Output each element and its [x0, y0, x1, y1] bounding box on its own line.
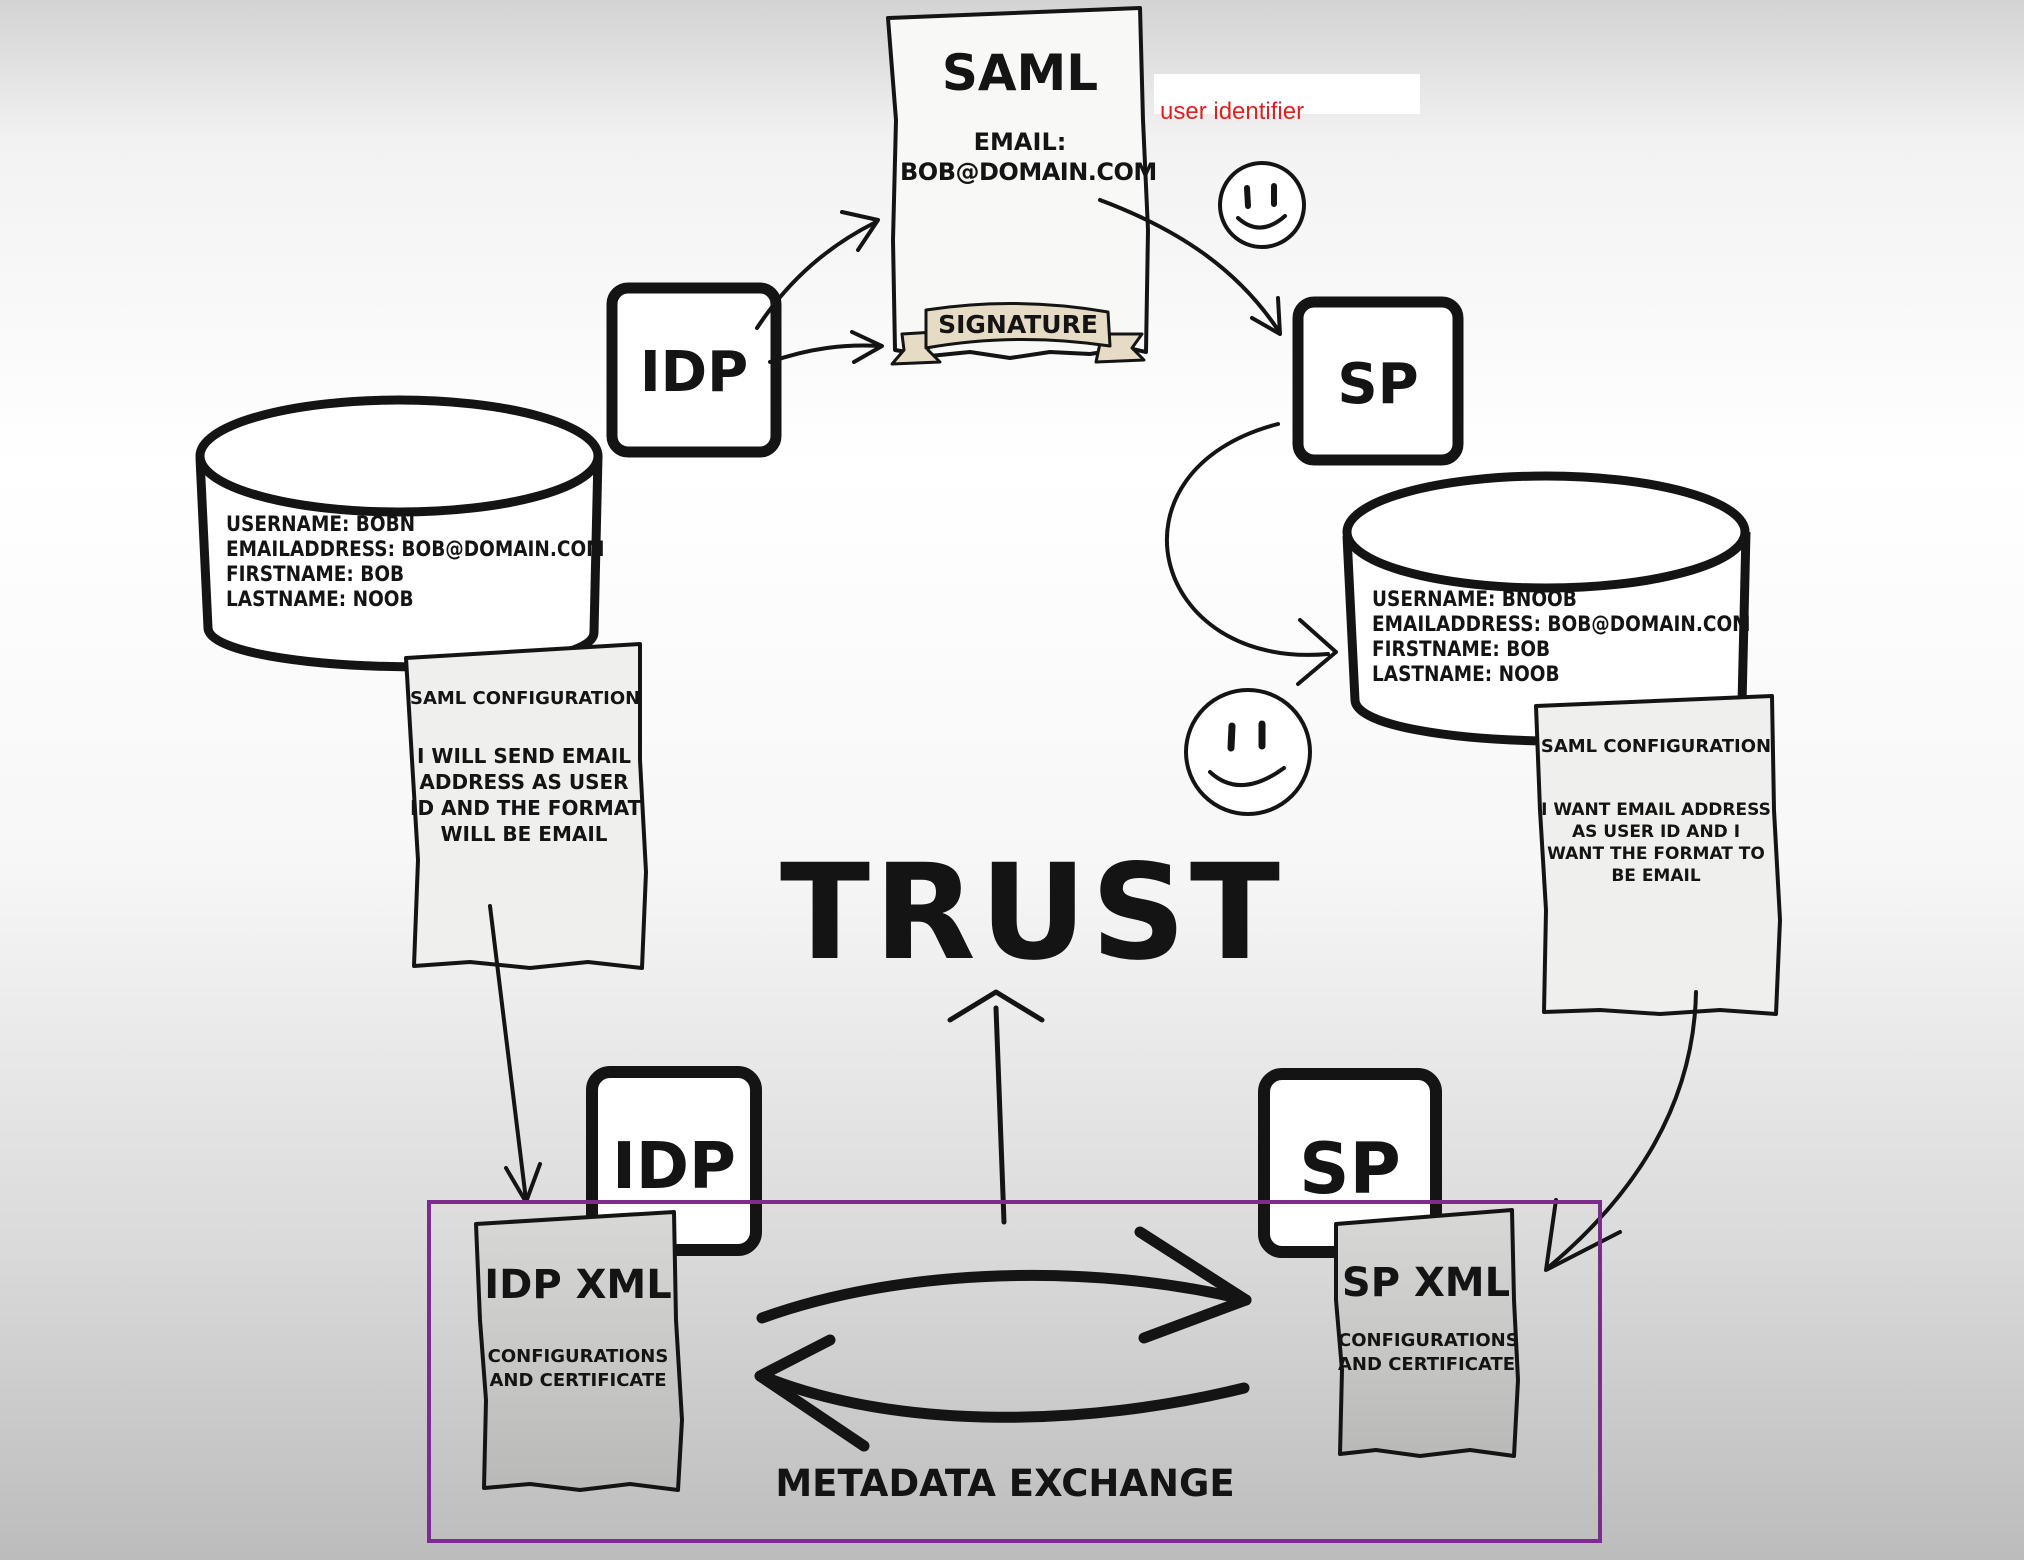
arrow-exchange-to-sp	[756, 1269, 1252, 1324]
arrow-idp-to-signature	[768, 343, 882, 364]
sp-db-username: USERNAME: BNOOB	[1372, 587, 1577, 611]
idp-label-bottom: IDP	[612, 1130, 736, 1204]
arrow-config-to-sp-xml	[1548, 990, 1698, 1268]
sp-database	[1342, 471, 1751, 746]
signature-ribbon	[890, 302, 1146, 366]
metadata-exchange-highlight-box	[427, 1200, 1602, 1543]
sp-xml-line-1: CONFIGURATIONS	[1338, 1330, 1519, 1351]
saml-title: SAML	[941, 44, 1099, 102]
arrow-up-to-trust	[993, 1005, 1007, 1225]
arrow-config-to-idp-xml	[488, 904, 528, 1202]
annotation-background	[1154, 74, 1420, 114]
metadata-exchange-label: METADATA EXCHANGE	[775, 1462, 1235, 1505]
sp-config-line-3: WANT THE FORMAT TO	[1547, 844, 1765, 864]
idp-label-top: IDP	[639, 340, 749, 405]
sp-saml-configuration-paper	[1534, 694, 1782, 1016]
idp-xml-paper	[474, 1210, 684, 1492]
sp-config-title: SAML CONFIGURATION	[1540, 736, 1772, 757]
idp-xml-title: IDP XML	[484, 1262, 672, 1308]
saml-email-value: BOB@DOMAIN.COM	[900, 158, 1157, 186]
sp-db-email: EMAILADDRESS: BOB@DOMAIN.COM	[1372, 612, 1751, 636]
sp-box-top	[1292, 296, 1464, 466]
sp-config-line-4: BE EMAIL	[1611, 866, 1701, 886]
arrow-exchange-to-idp	[756, 1370, 1250, 1423]
idp-config-line-3: ID AND THE FORMAT	[410, 796, 642, 820]
idp-db-username: USERNAME: BOBN	[226, 512, 416, 536]
idp-db-email: EMAILADDRESS: BOB@DOMAIN.COM	[226, 537, 605, 561]
sp-config-line-1: I WANT EMAIL ADDRESS	[1541, 800, 1771, 820]
idp-config-title: SAML CONFIGURATION	[410, 688, 641, 709]
idp-config-line-4: WILL BE EMAIL	[440, 822, 608, 846]
sp-xml-title: SP XML	[1341, 1260, 1511, 1306]
arrow-saml-to-sp	[1098, 198, 1280, 332]
idp-saml-configuration-paper	[404, 642, 648, 970]
user-identifier-annotation: user identifier	[1160, 98, 1305, 125]
sp-config-line-2: AS USER ID AND I	[1571, 822, 1741, 842]
idp-db-lastname: LASTNAME: NOOB	[226, 587, 414, 611]
idp-xml-line-2: AND CERTIFICATE	[489, 1370, 667, 1391]
idp-config-line-1: I WILL SEND EMAIL	[417, 744, 631, 768]
saml-document	[886, 6, 1150, 360]
signature-label: SIGNATURE	[938, 310, 1098, 339]
trust-heading: TRUST	[780, 836, 1284, 990]
idp-db-firstname: FIRSTNAME: BOB	[226, 562, 405, 586]
idp-config-line-2: ADDRESS AS USER	[419, 770, 629, 794]
smiley-face-icon-top	[1218, 161, 1306, 249]
idp-xml-line-1: CONFIGURATIONS	[487, 1346, 669, 1367]
sp-db-firstname: FIRSTNAME: BOB	[1372, 637, 1551, 661]
idp-box-top	[606, 282, 782, 458]
smiley-face-icon-middle	[1184, 688, 1312, 816]
sp-xml-line-2: AND CERTIFICATE	[1338, 1354, 1516, 1375]
sp-db-lastname: LASTNAME: NOOB	[1372, 662, 1560, 686]
arrow-idp-to-saml	[755, 220, 878, 330]
idp-database	[195, 395, 603, 672]
sp-xml-paper	[1334, 1208, 1520, 1458]
saml-email-label: EMAIL:	[973, 128, 1067, 156]
arrow-sp-to-database	[1165, 422, 1330, 657]
sp-label-bottom: SP	[1299, 1128, 1401, 1210]
sp-label-top: SP	[1337, 352, 1419, 417]
